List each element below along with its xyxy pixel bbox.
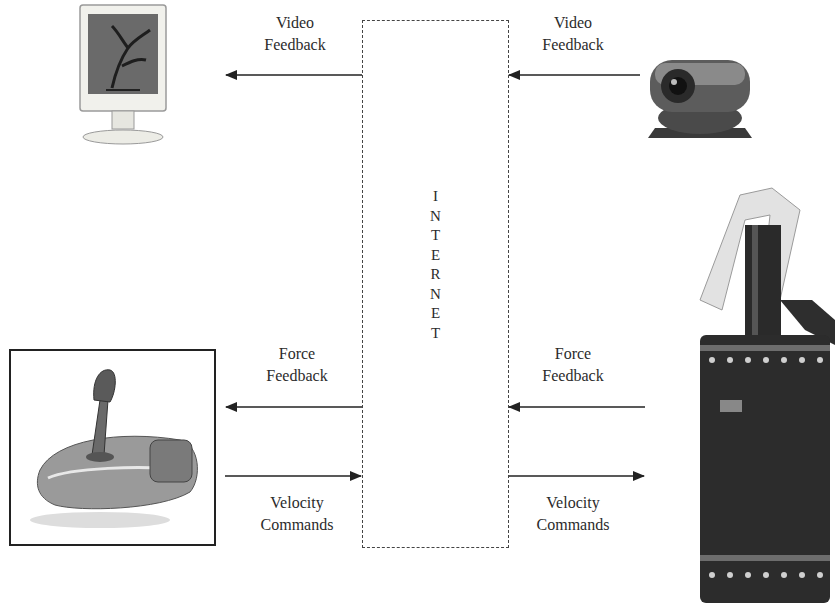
camera-picture	[648, 60, 752, 138]
network-label: INTERNET	[428, 187, 443, 343]
signal-label: Force Feedback	[251, 343, 343, 387]
joystick-frame	[10, 350, 215, 545]
signal-label: Velocity Commands	[251, 492, 343, 536]
signal-label: Velocity Commands	[527, 492, 619, 536]
signal-label: Force Feedback	[527, 343, 619, 387]
robot-picture	[700, 188, 835, 603]
joystick-picture	[30, 370, 197, 528]
signal-label: Video Feedback	[527, 12, 619, 56]
signal-label: Video Feedback	[249, 12, 341, 56]
signal-arrows	[225, 75, 645, 476]
monitor-picture	[80, 5, 166, 144]
network-cloud-box: INTERNET	[362, 20, 509, 548]
